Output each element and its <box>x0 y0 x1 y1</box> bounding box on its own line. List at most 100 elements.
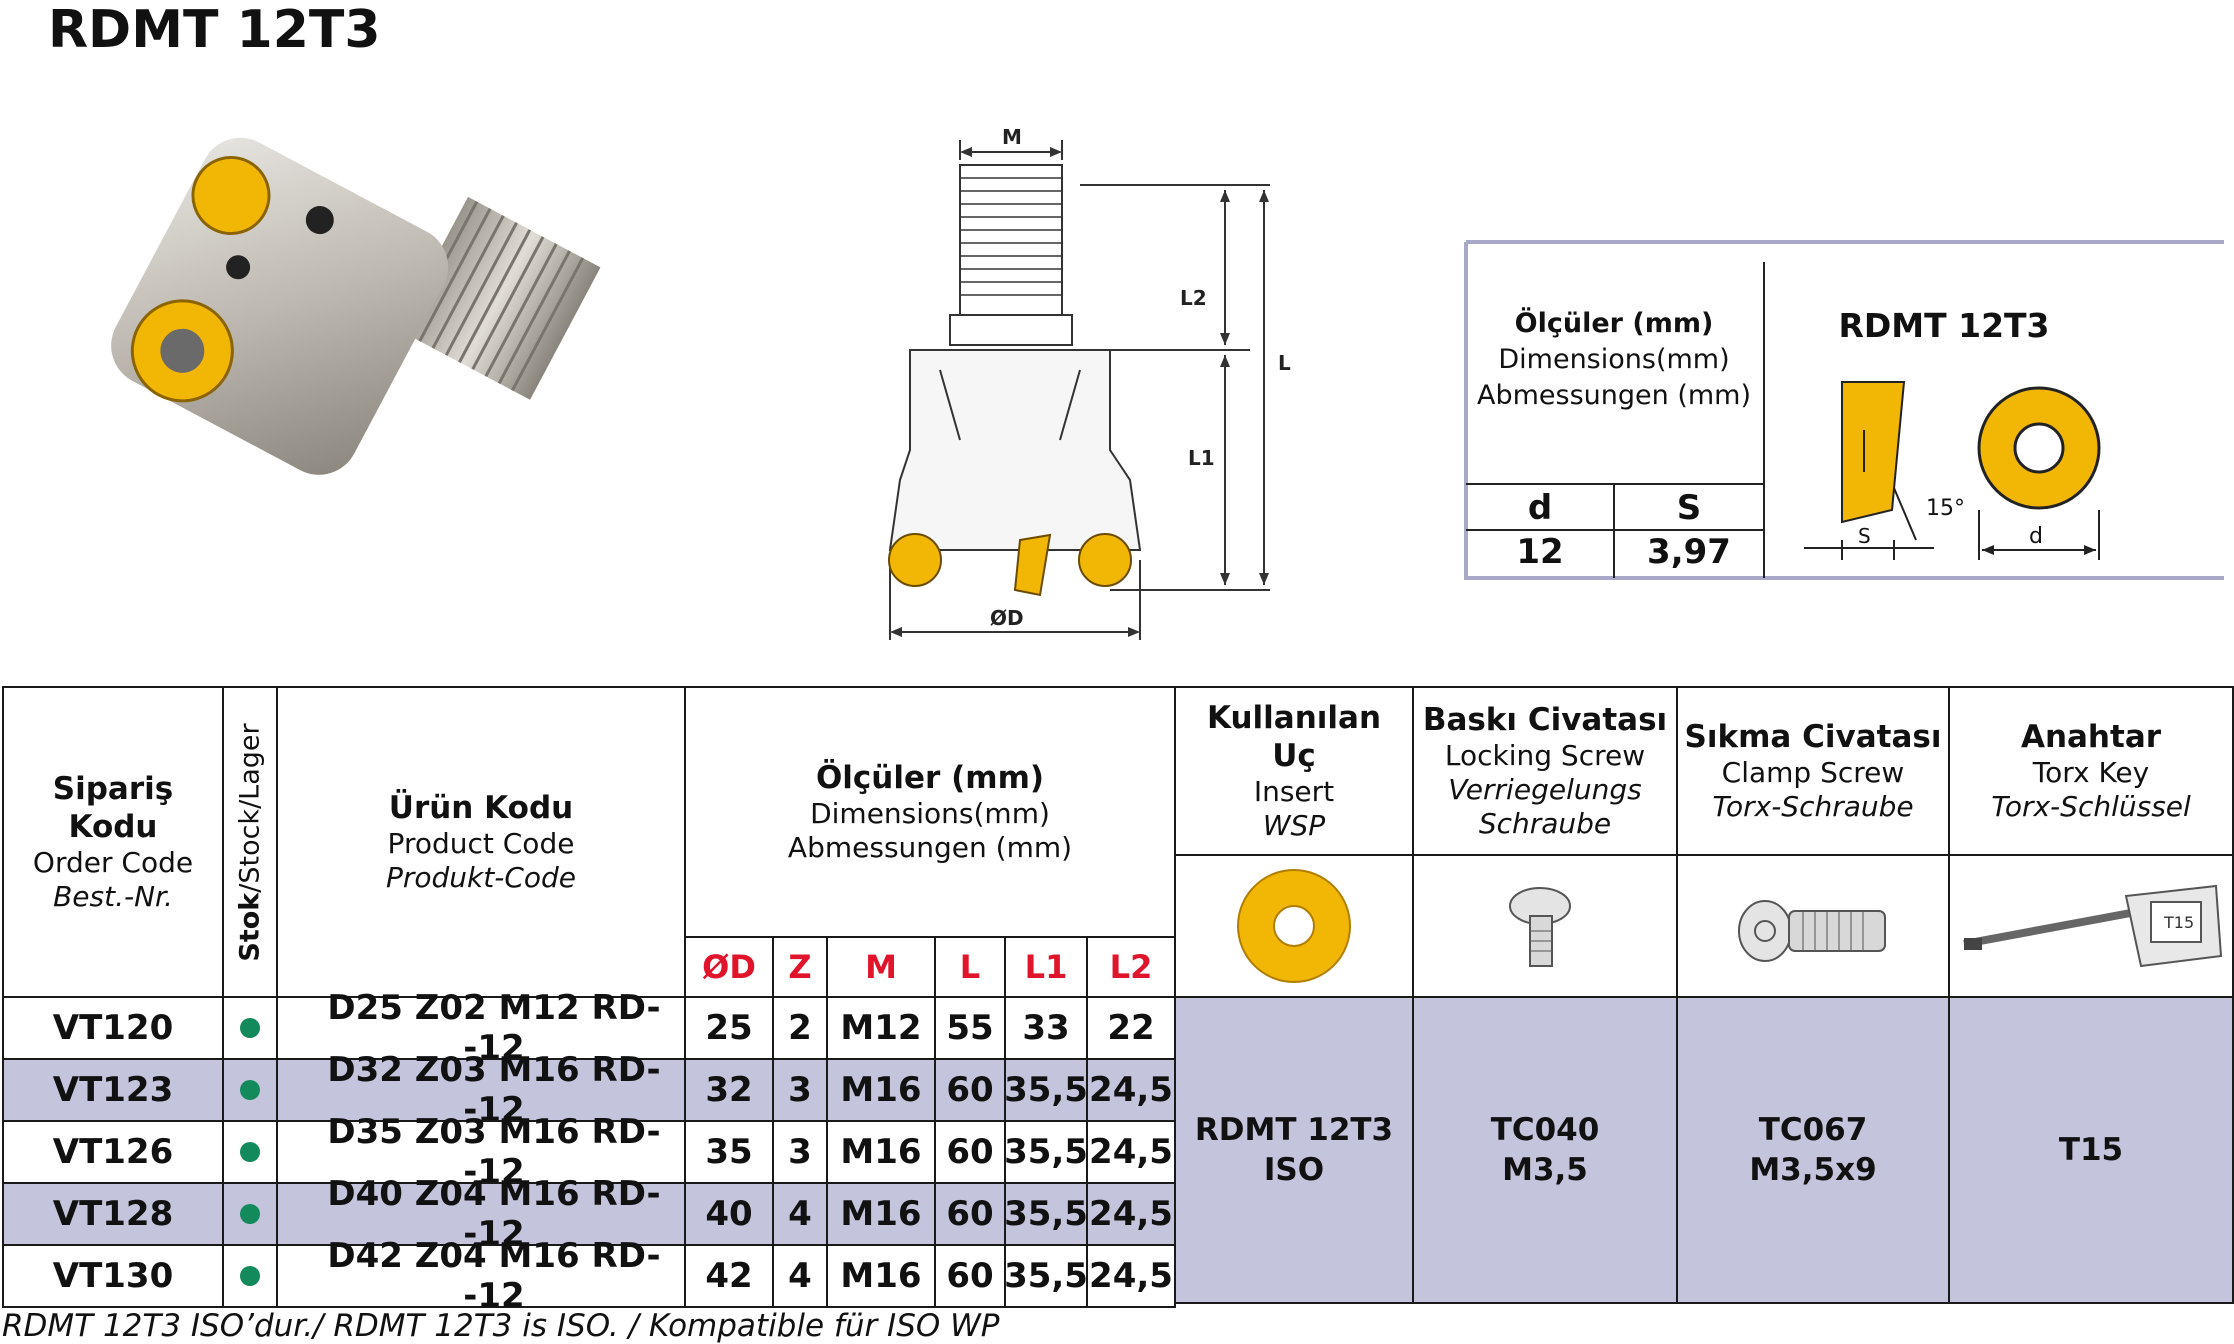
key-tag-label: T15 <box>2163 913 2194 932</box>
row-z: 3 <box>772 1058 828 1122</box>
row-code: VT128 <box>2 1182 224 1246</box>
header-torx-key: Anahtar Torx Key Torx-Schlüssel <box>1948 686 2234 856</box>
header-key-de: Torx-Schlüssel <box>1991 790 2191 823</box>
header-product-code: Ürün Kodu Product Code Produkt-Code <box>276 686 686 998</box>
row-m: M16 <box>826 1182 936 1246</box>
header-insert-en: Insert <box>1253 775 1335 808</box>
row-l2: 24,5 <box>1086 1058 1176 1122</box>
col-header-l1: L1 <box>1004 936 1088 998</box>
row-z: 4 <box>772 1182 828 1246</box>
insert-picture-cell <box>1174 854 1414 998</box>
row-product: D42 Z04 M16 RD--12 <box>276 1236 686 1316</box>
insert-dimension-box: Ölçüler (mm) Dimensions(mm) Abmessungen … <box>1464 240 2234 580</box>
angle-label: 15° <box>1926 496 1965 521</box>
header-key-label: Anahtar <box>2020 719 2162 755</box>
dim-label-l1: L1 <box>1188 446 1215 470</box>
locking-screw-icon <box>1509 887 1571 967</box>
header-dims-label: Ölçüler (mm) <box>815 760 1045 796</box>
header-insert-label-1: Kullanılan <box>1206 700 1382 736</box>
header-lock-de-2: Schraube <box>1478 807 1612 840</box>
col-header-z: Z <box>772 936 828 998</box>
clamp-screw-picture-cell <box>1676 854 1950 998</box>
insert-val-d: 12 <box>1516 532 1564 572</box>
row-l: 55 <box>934 996 1006 1060</box>
insert-value-cell: RDMT 12T3 ISO <box>1174 996 1414 1304</box>
milling-cutter-photo <box>111 137 601 475</box>
header-clamp-de: Torx-Schraube <box>1712 790 1914 823</box>
row-d: 35 <box>684 1120 774 1184</box>
stock-indicator-cell <box>222 1182 278 1246</box>
row-d: 32 <box>684 1058 774 1122</box>
row-l: 60 <box>934 1182 1006 1246</box>
header-dimensions: Ölçüler (mm) Dimensions(mm) Abmessungen … <box>684 686 1176 938</box>
row-m: M16 <box>826 1244 936 1308</box>
row-d: 40 <box>684 1182 774 1246</box>
product-table: Sipariş Kodu Order Code Best.-Nr. Stok/S… <box>2 686 2234 1316</box>
dim-label-l2: L2 <box>1180 286 1207 310</box>
insert-dims-heading: Ölçüler (mm) <box>1514 308 1714 339</box>
row-code: VT120 <box>2 996 224 1060</box>
footer-note: RDMT 12T3 ISO’dur./ RDMT 12T3 is ISO. / … <box>2 1308 1000 1344</box>
header-insert-label-2: Uç <box>1272 738 1316 774</box>
header-insert: Kullanılan Uç Insert WSP <box>1174 686 1414 856</box>
header-lock-label: Baskı Civatası <box>1422 702 1668 738</box>
header-lock-en: Locking Screw <box>1444 739 1646 772</box>
locking-screw-value-cell: TC040 M3,5 <box>1412 996 1678 1304</box>
row-m: M12 <box>826 996 936 1060</box>
header-dims-de: Abmessungen (mm) <box>787 831 1073 864</box>
stock-indicator-cell <box>222 1058 278 1122</box>
locking-screw-picture-cell <box>1412 854 1678 998</box>
row-m: M16 <box>826 1120 936 1184</box>
header-lock-de-1: Verriegelungs <box>1448 773 1642 806</box>
row-d: 25 <box>684 996 774 1060</box>
dim-label-m: M <box>1002 125 1022 149</box>
torx-key-picture-cell: T15 <box>1948 854 2234 998</box>
clamp-screw-icon <box>1738 900 1886 962</box>
key-value: T15 <box>2058 1132 2124 1168</box>
row-l1: 33 <box>1004 996 1088 1060</box>
stock-dot-icon <box>240 1142 260 1162</box>
row-l1: 35,5 <box>1004 1182 1088 1246</box>
stock-indicator-cell <box>222 996 278 1060</box>
header-product-en: Product Code <box>387 827 575 860</box>
header-clamp-label: Sıkma Civatası <box>1684 719 1942 755</box>
technical-drawing: M ØD L2 L1 L <box>888 125 1291 640</box>
col-header-l2: L2 <box>1086 936 1176 998</box>
header-stock-normal: /Stock/Lager <box>234 722 266 893</box>
row-code: VT126 <box>2 1120 224 1184</box>
dim-label-d: ØD <box>990 606 1024 630</box>
row-d: 42 <box>684 1244 774 1308</box>
row-l1: 35,5 <box>1004 1120 1088 1184</box>
header-order-label-2: Kodu <box>68 809 158 845</box>
clamp-screw-value-cell: TC067 M3,5x9 <box>1676 996 1950 1304</box>
header-key-en: Torx Key <box>2032 756 2150 789</box>
row-product: D40 Z04 M16 RD--12 <box>276 1174 686 1254</box>
header-product-label: Ürün Kodu <box>388 790 574 826</box>
insert-value-line-1: RDMT 12T3 <box>1194 1112 1394 1148</box>
header-stock: Stok/Stock/Lager <box>222 686 278 998</box>
header-insert-de: WSP <box>1262 809 1326 842</box>
row-m: M16 <box>826 1058 936 1122</box>
header-order-code: Sipariş Kodu Order Code Best.-Nr. <box>2 686 224 998</box>
header-product-de: Produkt-Code <box>385 861 577 894</box>
row-l: 60 <box>934 1244 1006 1308</box>
clamp-value-line-2: M3,5x9 <box>1749 1152 1877 1188</box>
clamp-value-line-1: TC067 <box>1758 1112 1868 1148</box>
header-order-en: Order Code <box>32 846 194 879</box>
row-code: VT130 <box>2 1244 224 1308</box>
insert-s-label: S <box>1858 524 1871 548</box>
row-l2: 24,5 <box>1086 1244 1176 1308</box>
dim-label-l: L <box>1278 351 1291 375</box>
header-order-label-1: Sipariş <box>52 771 174 807</box>
header-stock-bold: Stok <box>234 892 266 962</box>
insert-box-lines <box>1464 240 2224 580</box>
stock-dot-icon <box>240 1080 260 1100</box>
insert-value-line-2: ISO <box>1263 1152 1325 1188</box>
row-l1: 35,5 <box>1004 1058 1088 1122</box>
stock-dot-icon <box>240 1018 260 1038</box>
lock-value-line-1: TC040 <box>1490 1112 1600 1148</box>
header-clamp-screw: Sıkma Civatası Clamp Screw Torx-Schraube <box>1676 686 1950 856</box>
header-dims-en: Dimensions(mm) <box>810 797 1050 830</box>
insert-col-d: d <box>1527 488 1553 528</box>
lock-value-line-2: M3,5 <box>1502 1152 1588 1188</box>
